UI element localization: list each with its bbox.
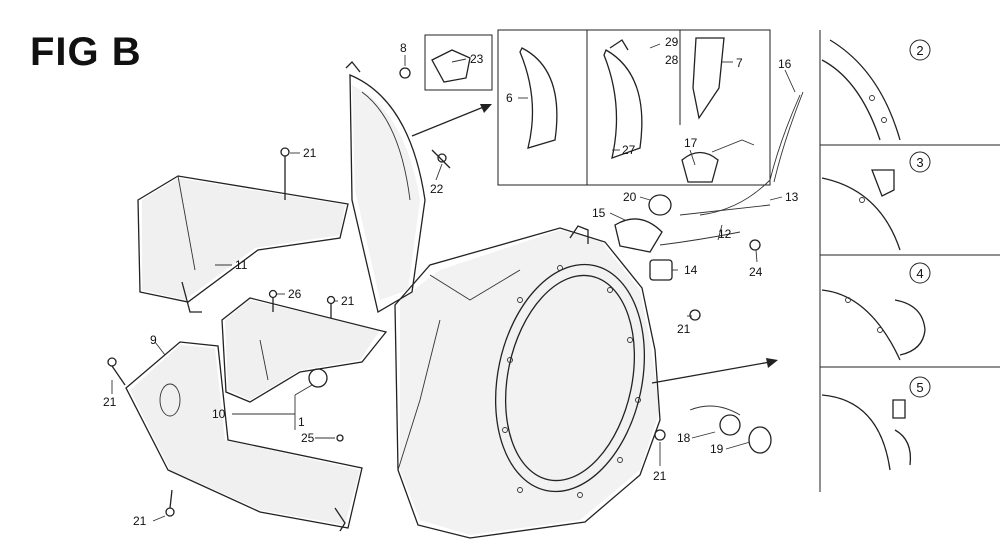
callout-28: 28 [665,53,679,67]
air-guide-upper [137,175,349,313]
callout-26: 26 [288,287,302,301]
callout-16: 16 [778,57,792,71]
detail-number-5: 5 [909,376,931,398]
detail-flange-2 [821,39,901,141]
callout-15: 15 [592,206,606,220]
detail-label-3: 3 [916,155,923,170]
callout-21-bottom: 21 [653,469,667,483]
callout-9: 9 [150,333,157,347]
callout-29: 29 [665,35,679,49]
callout-6: 6 [506,91,513,105]
cover-part-6 [519,47,558,149]
lower-shroud [125,341,363,532]
callout-17: 17 [684,136,698,150]
detail-flange-5 [821,394,912,471]
detail-panels [819,30,1000,492]
callout-10: 10 [212,407,226,421]
detail-label-4: 4 [916,266,923,281]
callout-23: 23 [470,52,484,66]
callout-8: 8 [400,41,407,55]
detail-flange-3 [821,169,901,251]
switch-17 [681,139,755,183]
wire-harness [659,91,804,246]
callout-7: 7 [736,56,743,70]
callout-21-left: 21 [103,395,117,409]
detail-number-4: 4 [909,262,931,284]
arrow-to-details [651,358,778,384]
leader-lines [111,43,796,522]
callout-27: 27 [622,143,636,157]
callout-11: 11 [235,258,248,272]
callout-19: 19 [710,442,724,456]
detail-number-3: 3 [909,151,931,173]
fan-cover [394,225,661,539]
callout-21-right: 21 [677,322,691,336]
callout-22: 22 [430,182,444,196]
air-guide-middle [221,297,388,403]
side-shroud [345,61,426,314]
callout-12: 12 [718,227,732,241]
callout-18: 18 [677,431,691,445]
components-lower-right [614,194,772,454]
detail-label-2: 2 [916,43,923,58]
callout-25: 25 [301,431,315,445]
detail-flange-4 [821,289,926,361]
callout-labels: 21 8 23 6 27 29 28 7 16 22 11 17 20 13 1… [103,35,799,528]
cover-part-27 [603,39,643,160]
detail-number-2: 2 [909,39,931,61]
callout-21-mid: 21 [341,294,355,308]
callout-24: 24 [749,265,763,279]
callout-13: 13 [785,190,799,204]
callout-21-top: 21 [303,146,317,160]
detail-label-5: 5 [916,380,923,395]
bolts [107,67,451,517]
callout-21-lower-left: 21 [133,514,147,528]
callout-1: 1 [298,415,305,429]
arrow-to-covers [411,104,492,137]
callout-14: 14 [684,263,698,277]
inset-box-clip [424,34,493,91]
cover-part-7 [692,37,725,120]
callout-20: 20 [623,190,637,204]
clip-part [431,49,471,83]
inset-box-covers [497,29,771,186]
figure-title: FIG B [30,30,142,74]
